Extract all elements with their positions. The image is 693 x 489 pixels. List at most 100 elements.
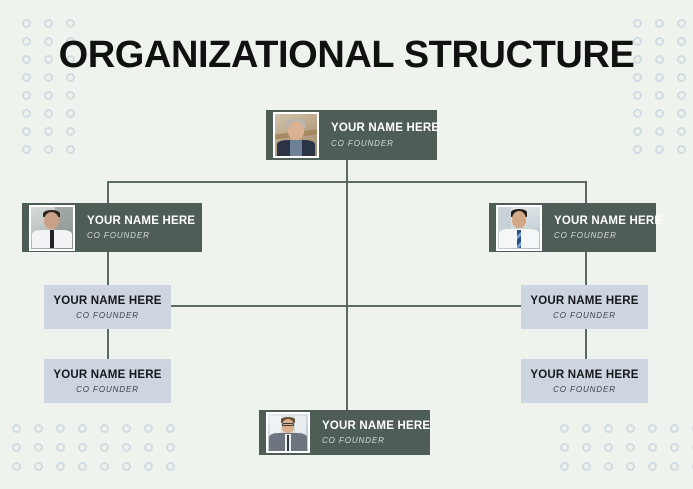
- dot-icon: [655, 55, 664, 64]
- org-node-bottom[interactable]: YOUR NAME HERE CO FOUNDER: [259, 410, 430, 455]
- dot-icon: [604, 443, 613, 452]
- dot-icon: [56, 424, 65, 433]
- dot-icon: [633, 73, 642, 82]
- dot-icon: [12, 443, 21, 452]
- dot-icon: [44, 145, 53, 154]
- dot-icon: [677, 127, 686, 136]
- dot-icon: [122, 424, 131, 433]
- dot-icon: [22, 109, 31, 118]
- dot-icon: [166, 462, 175, 471]
- connector-root-down: [346, 160, 348, 182]
- dot-icon: [44, 55, 53, 64]
- dot-icon: [677, 145, 686, 154]
- dot-icon: [100, 443, 109, 452]
- org-node-right-3[interactable]: YOUR NAME HERE CO FOUNDER: [521, 359, 648, 403]
- dot-pattern-top-left: [22, 19, 75, 154]
- dot-icon: [66, 109, 75, 118]
- org-node-role: CO FOUNDER: [553, 384, 616, 394]
- dot-icon: [626, 424, 635, 433]
- dot-icon: [626, 443, 635, 452]
- dot-icon: [34, 462, 43, 471]
- dot-icon: [166, 424, 175, 433]
- org-node-name: YOUR NAME HERE: [530, 368, 639, 381]
- org-node-right-1[interactable]: YOUR NAME HERE CO FOUNDER: [489, 203, 662, 252]
- dot-icon: [604, 462, 613, 471]
- dot-icon: [677, 37, 686, 46]
- dot-icon: [44, 91, 53, 100]
- connector-cross-middle: [170, 305, 522, 307]
- connector-center-spine: [346, 181, 348, 410]
- avatar-root: [273, 112, 319, 158]
- dot-icon: [144, 424, 153, 433]
- org-node-role: CO FOUNDER: [87, 231, 150, 241]
- org-node-role: CO FOUNDER: [331, 138, 394, 148]
- org-node-left-1[interactable]: YOUR NAME HERE CO FOUNDER: [22, 203, 202, 252]
- dot-icon: [122, 462, 131, 471]
- dot-icon: [56, 443, 65, 452]
- dot-icon: [66, 145, 75, 154]
- connector-right1-to-right2: [585, 252, 587, 285]
- dot-icon: [144, 462, 153, 471]
- dot-icon: [44, 109, 53, 118]
- dot-icon: [655, 73, 664, 82]
- org-node-role: CO FOUNDER: [76, 384, 139, 394]
- org-node-left-3[interactable]: YOUR NAME HERE CO FOUNDER: [44, 359, 171, 403]
- dot-icon: [560, 424, 569, 433]
- dot-icon: [677, 19, 686, 28]
- avatar-right-1: [496, 204, 542, 251]
- org-node-name: YOUR NAME HERE: [322, 419, 431, 432]
- dot-icon: [66, 73, 75, 82]
- dot-icon: [144, 443, 153, 452]
- dot-icon: [66, 55, 75, 64]
- dot-icon: [655, 19, 664, 28]
- dot-icon: [677, 109, 686, 118]
- org-node-name: YOUR NAME HERE: [53, 294, 162, 307]
- dot-icon: [12, 424, 21, 433]
- org-node-role: CO FOUNDER: [76, 310, 139, 320]
- connector-right1-down: [585, 181, 587, 208]
- dot-icon: [648, 424, 657, 433]
- dot-icon: [633, 55, 642, 64]
- org-node-role: CO FOUNDER: [554, 231, 617, 241]
- dot-icon: [633, 145, 642, 154]
- dot-icon: [633, 19, 642, 28]
- org-node-role: CO FOUNDER: [553, 310, 616, 320]
- dot-icon: [22, 91, 31, 100]
- dot-icon: [44, 37, 53, 46]
- org-node-role: CO FOUNDER: [322, 436, 385, 446]
- dot-icon: [78, 443, 87, 452]
- dot-icon: [677, 55, 686, 64]
- dot-icon: [22, 145, 31, 154]
- dot-icon: [78, 462, 87, 471]
- dot-icon: [633, 109, 642, 118]
- org-node-name: YOUR NAME HERE: [331, 122, 440, 135]
- dot-icon: [582, 443, 591, 452]
- avatar-left-1: [29, 204, 75, 251]
- dot-icon: [626, 462, 635, 471]
- dot-icon: [560, 462, 569, 471]
- org-node-name: YOUR NAME HERE: [53, 368, 162, 381]
- dot-icon: [655, 91, 664, 100]
- dot-icon: [122, 443, 131, 452]
- dot-icon: [44, 73, 53, 82]
- dot-icon: [582, 462, 591, 471]
- dot-icon: [66, 127, 75, 136]
- dot-icon: [100, 424, 109, 433]
- org-node-right-2[interactable]: YOUR NAME HERE CO FOUNDER: [521, 285, 648, 329]
- dot-icon: [655, 145, 664, 154]
- dot-icon: [166, 443, 175, 452]
- org-node-name: YOUR NAME HERE: [554, 214, 663, 227]
- org-node-left-2[interactable]: YOUR NAME HERE CO FOUNDER: [44, 285, 171, 329]
- dot-icon: [22, 19, 31, 28]
- dot-icon: [56, 462, 65, 471]
- connector-right2-to-right3: [585, 329, 587, 359]
- org-node-root[interactable]: YOUR NAME HERE CO FOUNDER: [266, 110, 440, 160]
- dot-icon: [34, 424, 43, 433]
- connector-left1-down: [107, 181, 109, 208]
- dot-icon: [66, 37, 75, 46]
- dot-icon: [22, 55, 31, 64]
- dot-icon: [655, 127, 664, 136]
- dot-icon: [100, 462, 109, 471]
- avatar-bottom: [266, 412, 310, 453]
